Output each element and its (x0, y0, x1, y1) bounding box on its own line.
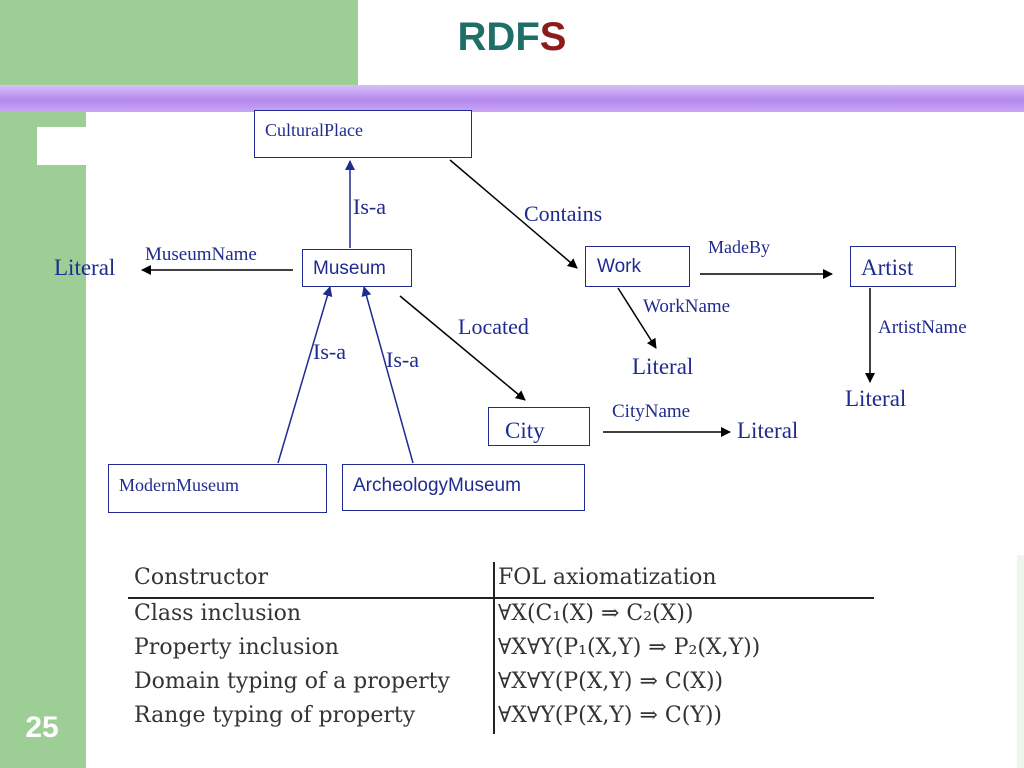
slide-title: RDFS (0, 12, 1024, 62)
label-isa-archeology: Is-a (386, 347, 419, 372)
slide-number: 25 (25, 711, 59, 744)
literal-artist-name: Literal (845, 386, 907, 411)
node-artist: Artist (850, 246, 956, 287)
node-museum: Museum (302, 249, 412, 287)
table-header-fol: FOL axiomatization (498, 565, 717, 590)
edge-isa-archeology-museum (361, 286, 414, 464)
edge-work-name (617, 287, 657, 349)
literal-city-name: Literal (737, 418, 799, 443)
table-row-4-formula: ∀X∀Y(P(X,Y) ⇒ C(Y)) (498, 703, 722, 728)
node-modern-museum: ModernMuseum (108, 464, 327, 513)
table-row-3-constructor: Domain typing of a property (134, 669, 450, 694)
label-contains: Contains (524, 201, 603, 226)
table-header-rule (128, 597, 874, 599)
node-city: City (488, 407, 590, 446)
literal-work-name: Literal (632, 354, 694, 379)
right-edge-strip (1017, 555, 1024, 768)
table-row-1-constructor: Class inclusion (134, 601, 302, 626)
fol-axiomatization-table: Constructor FOL axiomatization Class inc… (128, 560, 878, 740)
table-row-3-formula: ∀X∀Y(P(X,Y) ⇒ C(X)) (498, 669, 724, 694)
literal-museum-name: Literal (54, 255, 116, 280)
table-row-2-formula: ∀X∀Y(P₁(X,Y) ⇒ P₂(X,Y)) (498, 635, 761, 660)
label-isa-modern: Is-a (313, 339, 346, 364)
edge-located (399, 295, 526, 401)
left-green-sidebar (0, 112, 86, 768)
table-row-4-constructor: Range typing of property (134, 703, 416, 728)
label-museum-name: MuseumName (145, 244, 257, 265)
node-archeology-museum: ArcheologyMuseum (342, 464, 585, 511)
edge-isa-modern-museum (277, 286, 333, 464)
header-purple-band (0, 85, 1024, 112)
label-city-name: CityName (612, 401, 691, 422)
table-column-divider (493, 562, 495, 734)
label-isa-museum: Is-a (353, 194, 386, 219)
table-row-2-constructor: Property inclusion (134, 635, 339, 660)
node-cultural-place: CulturalPlace (254, 110, 472, 158)
table-row-1-formula: ∀X(C₁(X) ⇒ C₂(X)) (498, 601, 694, 626)
label-artist-name: ArtistName (878, 317, 967, 338)
label-made-by: MadeBy (708, 237, 770, 257)
edge-contains (449, 159, 578, 269)
label-work-name: WorkName (643, 296, 731, 317)
slide-title-s: S (539, 15, 567, 59)
slide-title-rdf: RDF (457, 15, 540, 59)
header-green-block (0, 0, 358, 85)
sidebar-white-block (37, 127, 86, 165)
label-located: Located (458, 314, 529, 339)
node-work: Work (585, 246, 690, 287)
table-header-constructor: Constructor (134, 565, 268, 590)
